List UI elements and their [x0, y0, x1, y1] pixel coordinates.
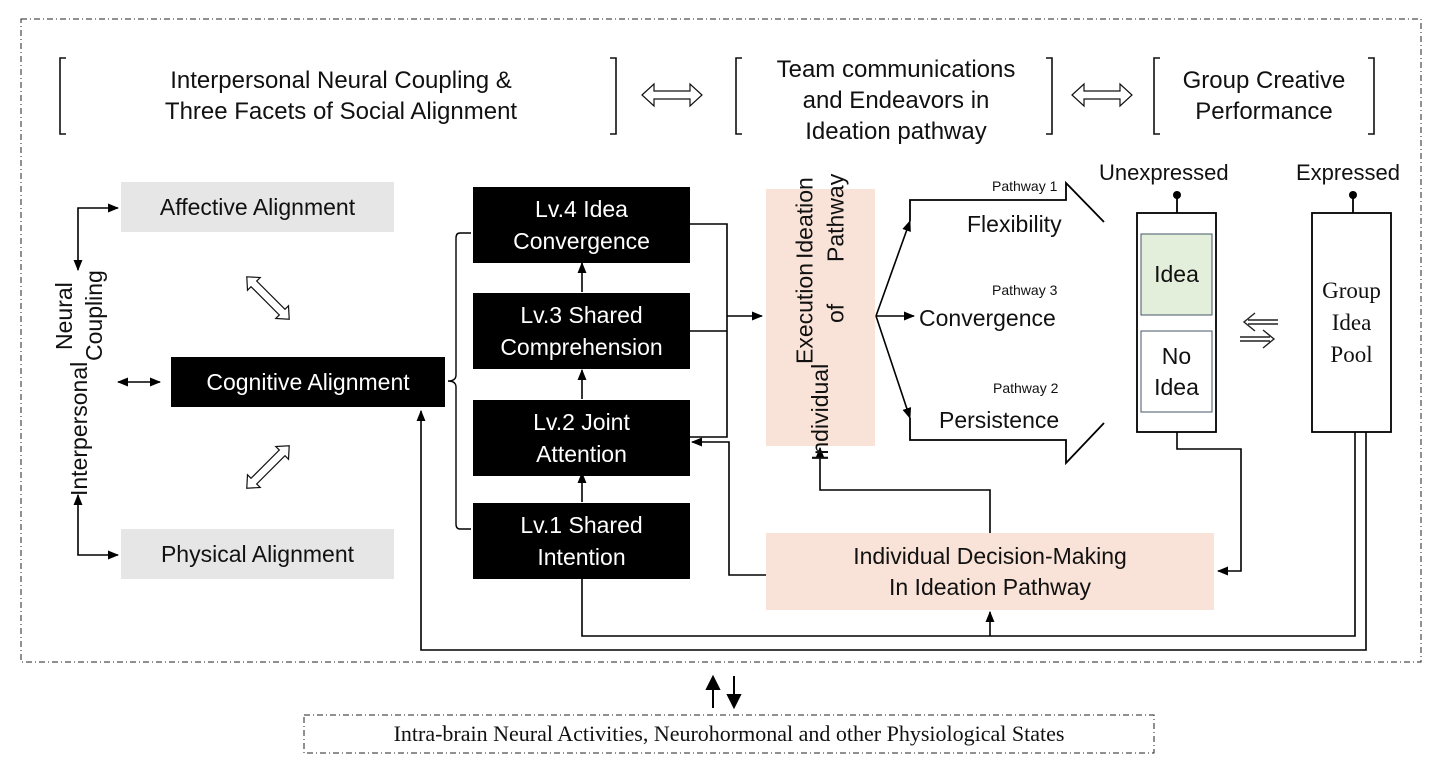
execution-box: Individual Execution of Ideation Pathway — [766, 174, 875, 461]
pool-line2: Idea — [1331, 310, 1372, 335]
loop-pool-to-cognitive — [416, 409, 1367, 651]
pool-line1: Group — [1322, 278, 1381, 303]
no-idea-cell — [1140, 330, 1213, 413]
neural-coupling-line1: Interpersonal — [66, 361, 92, 496]
diag-arrow-affective-cognitive — [246, 276, 290, 320]
header-left-title: Interpersonal Neural Coupling & Three Fa… — [80, 64, 602, 128]
idea-cell — [1140, 233, 1213, 316]
expressed-pin — [1349, 191, 1357, 199]
header-middle-line3: Ideation pathway — [805, 117, 987, 145]
header-right-line2: Performance — [1195, 98, 1333, 125]
pathway-1-tag: Pathway 1 — [992, 178, 1058, 194]
pathway-chevron-top — [909, 180, 1105, 223]
idea-cell-label: Idea — [1154, 261, 1199, 287]
header-right-line1: Group Creative — [1182, 67, 1346, 94]
level-4-line2: Convergence — [513, 228, 650, 254]
affective-alignment-box: Affective Alignment — [121, 182, 394, 232]
group-idea-pool-container — [1311, 212, 1392, 433]
physical-alignment-box: Physical Alignment — [121, 529, 394, 579]
levels-brace — [447, 232, 471, 530]
header-middle-line2: and Endeavors in — [802, 86, 990, 114]
execution-line3: Ideation Pathway — [791, 174, 849, 263]
level-3-box: Lv.3 Shared Comprehension — [473, 293, 690, 369]
arrow-decision-to-lv2 — [690, 437, 766, 576]
no-idea-line1: No — [1161, 342, 1192, 369]
outer-frame — [20, 18, 1422, 663]
header-middle-title: Team communications and Endeavors in Ide… — [746, 52, 1046, 148]
decision-line1: Individual Decision-Making — [853, 542, 1127, 569]
affective-alignment-label: Affective Alignment — [159, 193, 356, 220]
arrow-decision-to-execution — [815, 446, 991, 533]
expressed-label: Expressed — [1296, 160, 1400, 185]
pool-line3: Pool — [1330, 342, 1373, 367]
level-1-line1: Lv.1 Shared — [520, 512, 643, 538]
physiological-states-label: Intra-brain Neural Activities, Neurohorm… — [393, 721, 1065, 746]
pathway-3-name: Convergence — [919, 305, 1056, 331]
pathway-1-name: Flexibility — [967, 211, 1062, 237]
decision-box: Individual Decision-Making In Ideation P… — [766, 533, 1214, 610]
header-double-arrow-2 — [1071, 82, 1133, 108]
pathway-3-tag: Pathway 3 — [992, 282, 1058, 298]
neural-coupling-label: Interpersonal Neural Coupling — [46, 270, 112, 496]
cognitive-alignment-box: Cognitive Alignment — [171, 357, 445, 407]
diag-arrow-physical-cognitive — [246, 445, 290, 489]
level-2-line2: Attention — [536, 441, 627, 467]
execution-line2: Execution of — [791, 262, 849, 364]
footer-frame — [303, 714, 1155, 754]
level-1-box: Lv.1 Shared Intention — [473, 503, 690, 579]
pathway-2-name: Persistence — [939, 407, 1060, 433]
level-4-line1: Lv.4 Idea — [535, 196, 628, 222]
level-2-line1: Lv.2 Joint — [533, 409, 630, 435]
execution-line1: Individual — [807, 363, 833, 461]
arrow-to-flexibility — [875, 219, 911, 317]
no-idea-line2: Idea — [1154, 373, 1199, 400]
level-4-box: Lv.4 Idea Convergence — [473, 187, 690, 263]
unexpressed-label: Unexpressed — [1099, 160, 1229, 185]
pathway-chevron-bottom — [909, 418, 1105, 466]
arrow-coupling-physical — [73, 493, 120, 560]
level-2-box: Lv.2 Joint Attention — [473, 400, 690, 476]
level-3-line2: Comprehension — [500, 334, 663, 360]
header-left-line2: Three Facets of Social Alignment — [164, 98, 518, 125]
exchange-arrows — [1240, 312, 1278, 349]
header-left-line1: Interpersonal Neural Coupling & — [170, 67, 512, 94]
header-right-title: Group Creative Performance — [1160, 64, 1368, 128]
header-middle-line1: Team communications — [776, 55, 1016, 83]
no-idea-cell-label: No Idea — [1141, 331, 1212, 412]
unexpressed-pin — [1173, 191, 1181, 199]
pathway-2-tag: Pathway 2 — [993, 380, 1059, 396]
arrow-coupling-affective — [73, 203, 120, 272]
header-brackets — [59, 57, 1375, 135]
level-3-line1: Lv.3 Shared — [520, 302, 643, 328]
physical-alignment-label: Physical Alignment — [160, 540, 355, 567]
arrow-to-persistence — [875, 315, 912, 420]
neural-coupling-line2: Neural Coupling — [51, 270, 107, 362]
execution-label: Individual Execution of Ideation Pathway — [766, 174, 875, 460]
decision-line2: In Ideation Pathway — [888, 573, 1092, 600]
level-1-line2: Intention — [537, 544, 626, 570]
arrow-up-down-physiological — [705, 674, 742, 710]
group-idea-pool-label: Group Idea Pool — [1312, 275, 1391, 371]
loop-pool-to-decision — [581, 432, 1356, 637]
arrow-unexpressed-to-decision — [1176, 432, 1242, 576]
header-double-arrow-1 — [641, 82, 703, 108]
cognitive-alignment-label: Cognitive Alignment — [206, 369, 410, 395]
